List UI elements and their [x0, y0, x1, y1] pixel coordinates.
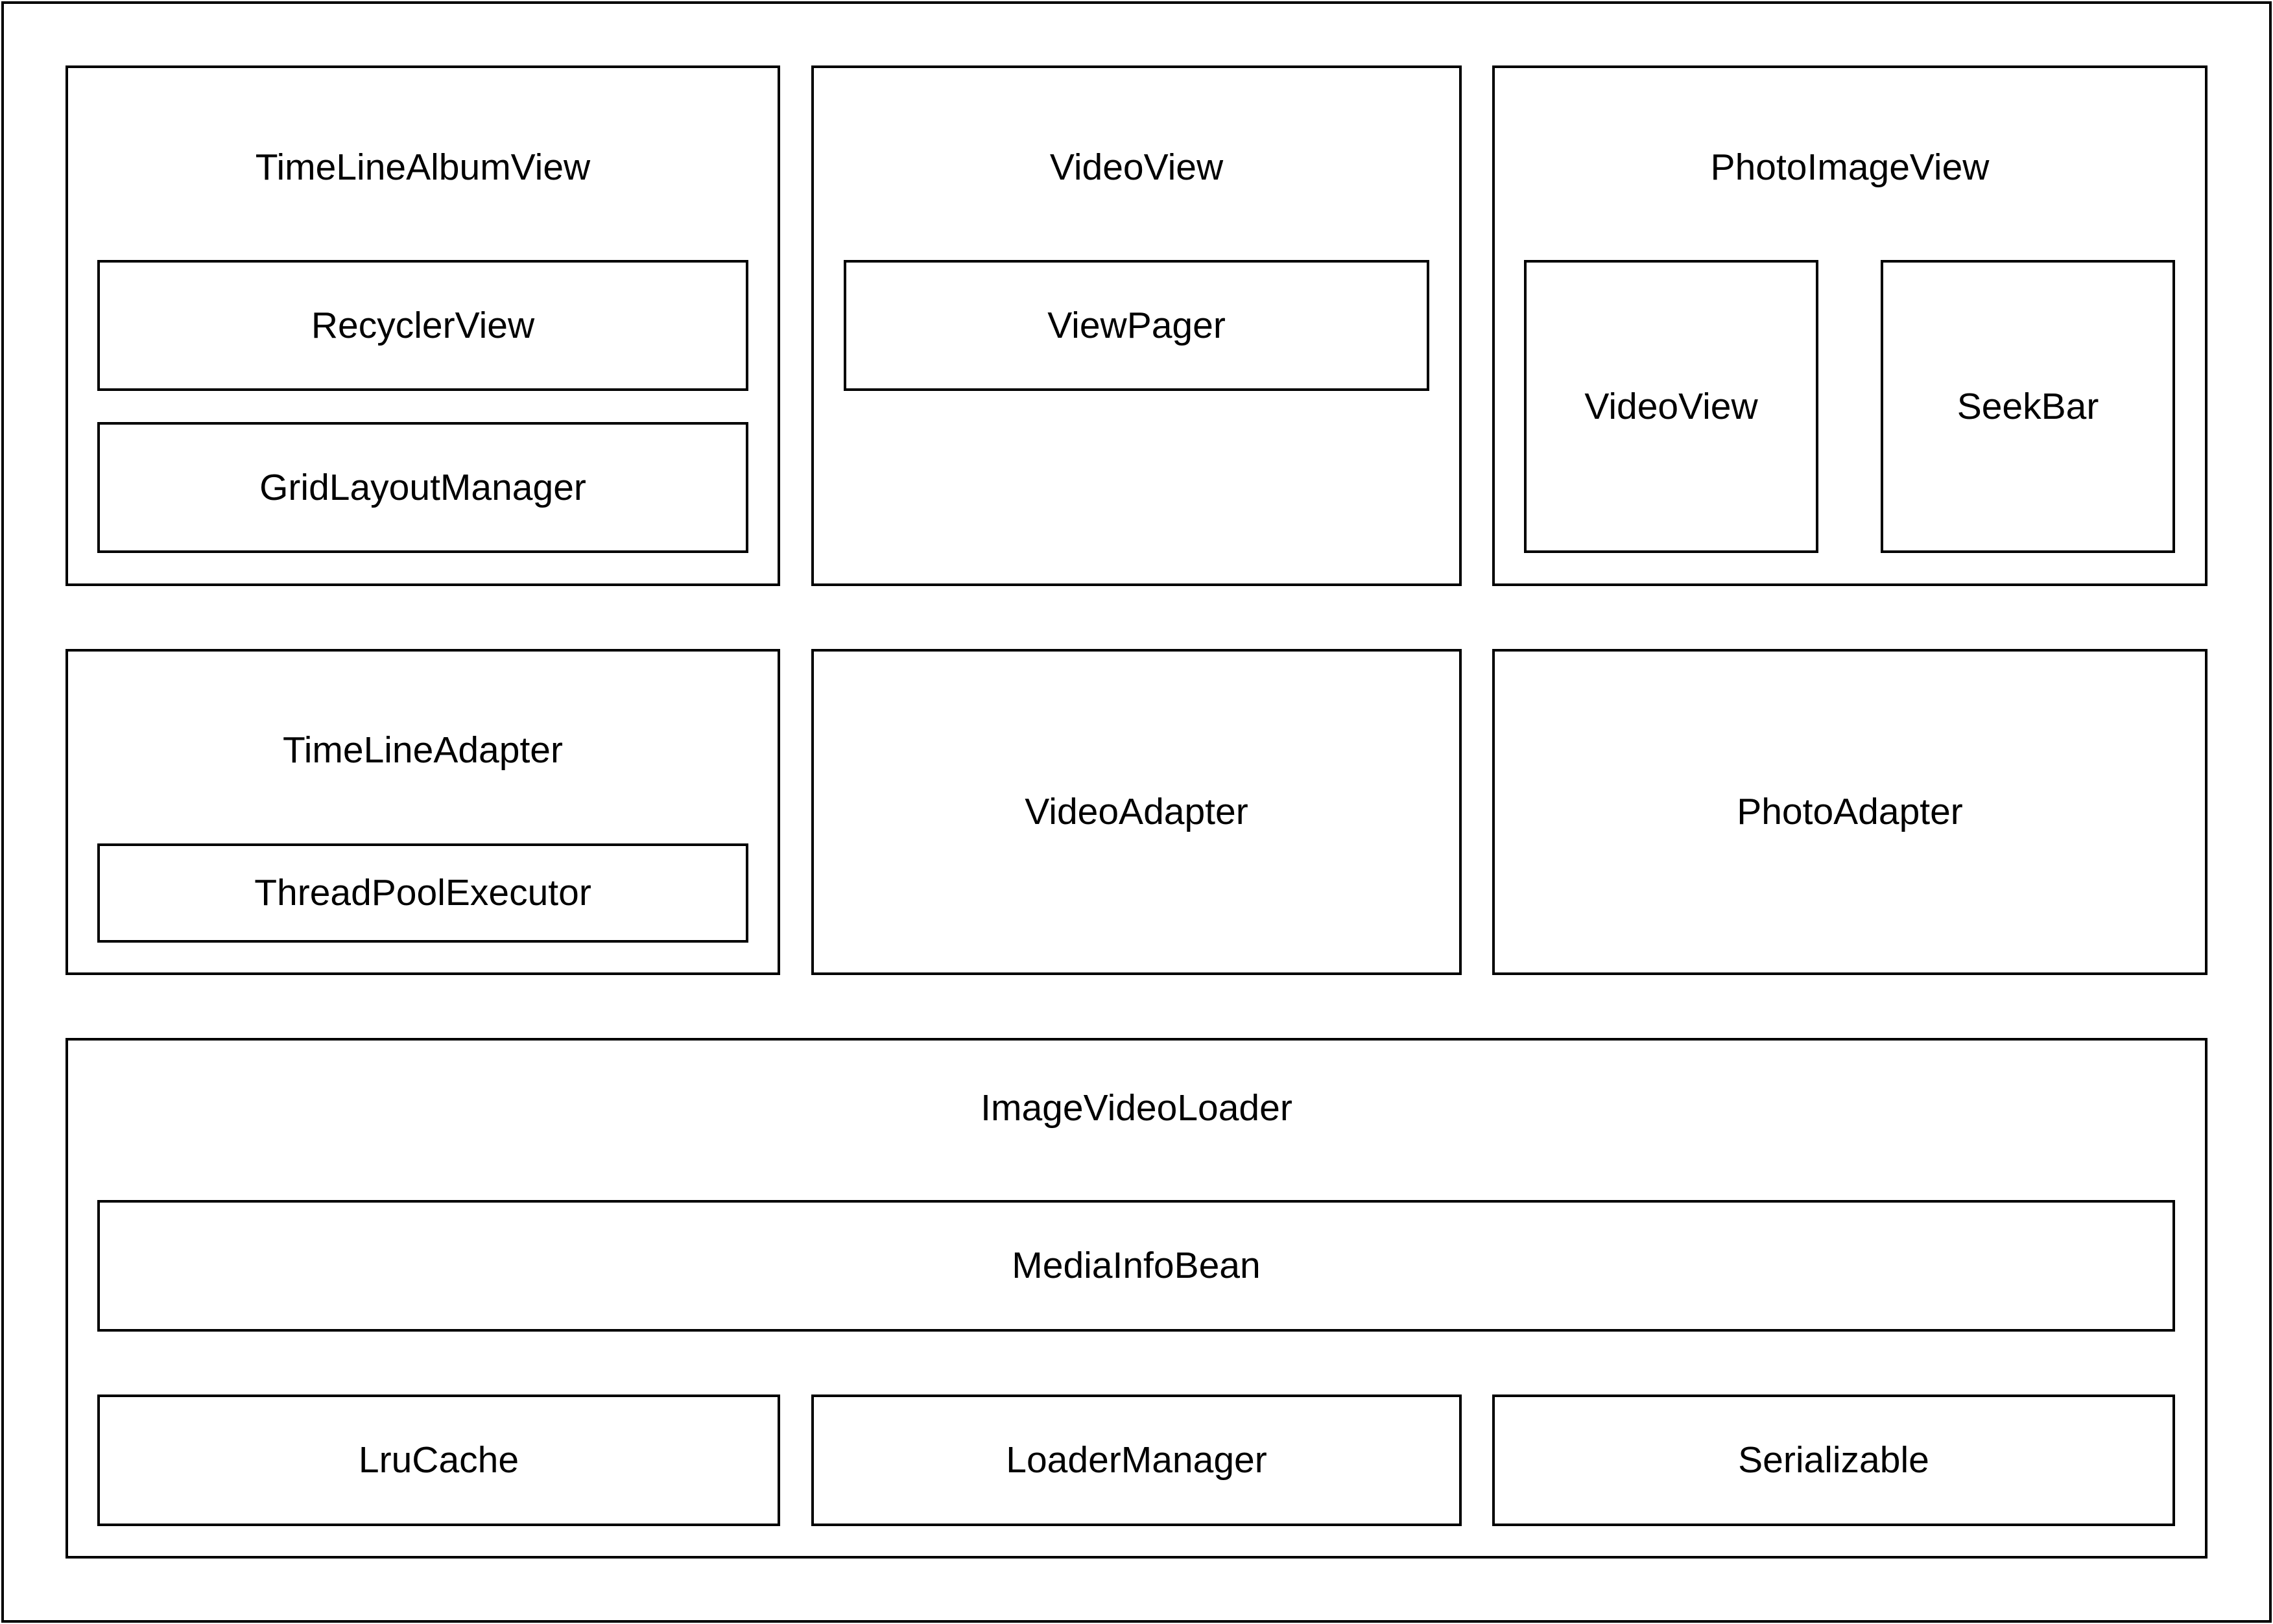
photo-image-view-title: PhotoImageView: [1710, 147, 1990, 188]
seek-bar-label: SeekBar: [1957, 385, 2099, 427]
seek-bar-box: SeekBar: [1881, 260, 2175, 553]
thread-pool-executor-box: ThreadPoolExecutor: [97, 843, 748, 943]
recycler-view-box: RecyclerView: [97, 260, 748, 391]
serializable-box: Serializable: [1492, 1395, 2175, 1526]
lru-cache-box: LruCache: [97, 1395, 780, 1526]
thread-pool-executor-label: ThreadPoolExecutor: [254, 872, 591, 913]
photo-video-view-label: VideoView: [1584, 385, 1758, 427]
video-view-title: VideoView: [1049, 147, 1224, 188]
media-info-bean-box: MediaInfoBean: [97, 1200, 2175, 1332]
media-info-bean-label: MediaInfoBean: [1012, 1245, 1261, 1286]
lru-cache-label: LruCache: [358, 1439, 519, 1481]
video-adapter-label: VideoAdapter: [1025, 791, 1248, 832]
photo-adapter-box: PhotoAdapter: [1492, 649, 2208, 975]
timeline-adapter-title: TimeLineAdapter: [283, 729, 563, 771]
grid-layout-manager-box: GridLayoutManager: [97, 422, 748, 553]
video-adapter-box: VideoAdapter: [811, 649, 1462, 975]
grid-layout-manager-label: GridLayoutManager: [259, 466, 586, 508]
recycler-view-label: RecyclerView: [311, 304, 535, 346]
view-pager-label: ViewPager: [1047, 304, 1226, 346]
serializable-label: Serializable: [1738, 1439, 1929, 1481]
loader-manager-label: LoaderManager: [1006, 1439, 1267, 1481]
loader-manager-box: LoaderManager: [811, 1395, 1462, 1526]
image-video-loader-title: ImageVideoLoader: [981, 1087, 1292, 1129]
timeline-album-view-title: TimeLineAlbumView: [255, 147, 591, 188]
view-pager-box: ViewPager: [844, 260, 1429, 391]
photo-adapter-label: PhotoAdapter: [1737, 791, 1963, 832]
photo-video-view-box: VideoView: [1524, 260, 1818, 553]
